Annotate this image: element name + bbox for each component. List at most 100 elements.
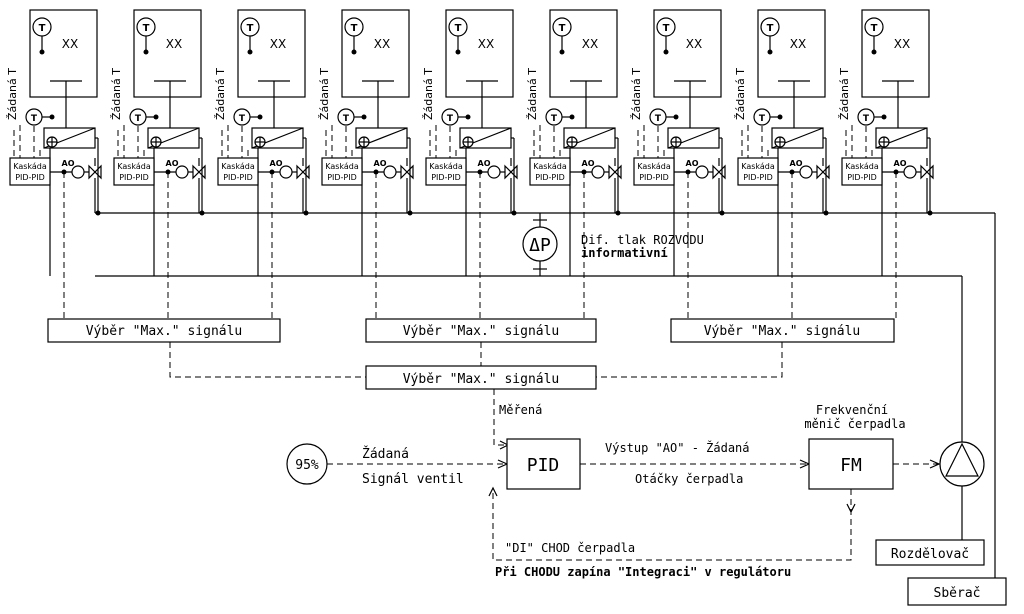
setpoint-vertical-label: Žádaná T — [734, 68, 747, 120]
cascade-label-1: Kaskáda — [117, 162, 151, 171]
signal-label: Signál ventil — [362, 472, 464, 487]
room-sensor-label: T — [143, 23, 150, 34]
room-label: XX — [790, 37, 806, 51]
setpoint-vertical-label: Žádaná T — [630, 68, 643, 120]
setpoint-vertical-label: Žádaná T — [214, 68, 227, 120]
collector-label: Sběrač — [934, 586, 981, 601]
cascade-label-2: PID-PID — [639, 173, 669, 182]
ao-label: AO — [894, 159, 907, 168]
cascade-label-2: PID-PID — [535, 173, 565, 182]
max-select-box-1 — [47, 318, 281, 343]
cascade-label-2: PID-PID — [743, 173, 773, 182]
setpoint-value: 95% — [295, 458, 319, 473]
cascade-label-1: Kaskáda — [637, 162, 671, 171]
frequency-converter: FM Frekvenční měnič čerpadla — [804, 403, 941, 490]
room-label: XX — [270, 37, 286, 51]
supply-sensor-label: T — [343, 114, 350, 124]
supply-sensor-label: T — [655, 114, 662, 124]
setpoint-vertical-label: Žádaná T — [526, 68, 539, 120]
di-feedback: "DI" CHOD čerpadla Při CHODU zapína "Int… — [488, 486, 856, 579]
ao-label: AO — [374, 159, 387, 168]
ao-label: AO — [582, 159, 595, 168]
max-select-label-1: Výběr "Max." signálu — [86, 324, 243, 339]
pid-label: PID — [527, 455, 560, 476]
room-label: XX — [374, 37, 390, 51]
pid-controller: PID — [506, 438, 581, 490]
room-label: XX — [582, 37, 598, 51]
cascade-label-1: Kaskáda — [221, 162, 255, 171]
setpoint-vertical-label: Žádaná T — [110, 68, 123, 120]
room-label: XX — [62, 37, 78, 51]
pid-to-fm-signal: Výstup "AO" - Žádaná Otáčky čerpadla — [580, 440, 811, 486]
speed-label: Otáčky čerpadla — [635, 472, 743, 486]
max-select-label-2: Výběr "Max." signálu — [403, 324, 560, 339]
di-label: "DI" CHOD čerpadla — [505, 541, 635, 555]
supply-sensor-label: T — [31, 114, 38, 124]
max-select-label-3: Výběr "Max." signálu — [704, 324, 861, 339]
cascade-label-1: Kaskáda — [845, 162, 879, 171]
measured-signal: Měřená — [493, 389, 542, 450]
distributor-label: Rozdělovač — [891, 547, 969, 562]
cascade-label-2: PID-PID — [15, 173, 45, 182]
room-sensor-label: T — [871, 23, 878, 34]
integration-note: Při CHODU zapína "Integraci" v regulátor… — [495, 565, 791, 579]
setpoint-vertical-label: Žádaná T — [318, 68, 331, 120]
fm-desc-1: Frekvenční — [816, 403, 888, 417]
cascade-label-1: Kaskáda — [533, 162, 567, 171]
setpoint-vertical-label: Žádaná T — [6, 68, 19, 120]
room-label: XX — [894, 37, 910, 51]
setpoint-vertical-label: Žádaná T — [838, 68, 851, 120]
cascade-label-1: Kaskáda — [741, 162, 775, 171]
collector: Sběrač — [907, 577, 1007, 606]
ao-label: AO — [270, 159, 283, 168]
supply-sensor-label: T — [135, 114, 142, 124]
cascade-label-1: Kaskáda — [429, 162, 463, 171]
output-label: Výstup "AO" - Žádaná — [605, 440, 750, 455]
supply-sensor-label: T — [447, 114, 454, 124]
cascade-label-2: PID-PID — [223, 173, 253, 182]
room-sensor-label: T — [351, 23, 358, 34]
cascade-label-2: PID-PID — [327, 173, 357, 182]
max-select-box-main — [365, 365, 597, 390]
room-label: XX — [166, 37, 182, 51]
ao-label: AO — [790, 159, 803, 168]
dp-sensor: ΔP Dif. tlak ROZVODU informativní — [522, 213, 704, 276]
pump — [939, 441, 985, 540]
cascade-label-1: Kaskáda — [325, 162, 359, 171]
max-select-label-main: Výběr "Max." signálu — [403, 372, 560, 387]
dp-label-1: Dif. tlak ROZVODU — [581, 233, 704, 247]
room-sensor-label: T — [767, 23, 774, 34]
room-sensor-label: T — [39, 23, 46, 34]
fm-desc-2: měnič čerpadla — [804, 417, 905, 431]
room-label: XX — [686, 37, 702, 51]
cascade-label-2: PID-PID — [431, 173, 461, 182]
setpoint-source: 95% Žádaná Signál ventil — [286, 443, 509, 487]
cascade-label-2: PID-PID — [847, 173, 877, 182]
distributor: Rozdělovač — [875, 539, 985, 566]
ao-signal-lines — [63, 172, 897, 319]
max-select-group: Výběr "Max." signálu Výběr "Max." signál… — [47, 318, 895, 390]
room-sensor-label: T — [559, 23, 566, 34]
measured-label: Měřená — [499, 403, 542, 417]
supply-sensor-label: T — [759, 114, 766, 124]
ao-label: AO — [166, 159, 179, 168]
dp-symbol: ΔP — [529, 235, 551, 256]
cascade-label-1: Kaskáda — [13, 162, 47, 171]
supply-sensor-label: T — [551, 114, 558, 124]
ao-label: AO — [478, 159, 491, 168]
supply-sensor-label: T — [239, 114, 246, 124]
ao-label: AO — [62, 159, 75, 168]
fm-label: FM — [840, 455, 862, 476]
setpoint-label: Žádaná — [362, 446, 409, 462]
